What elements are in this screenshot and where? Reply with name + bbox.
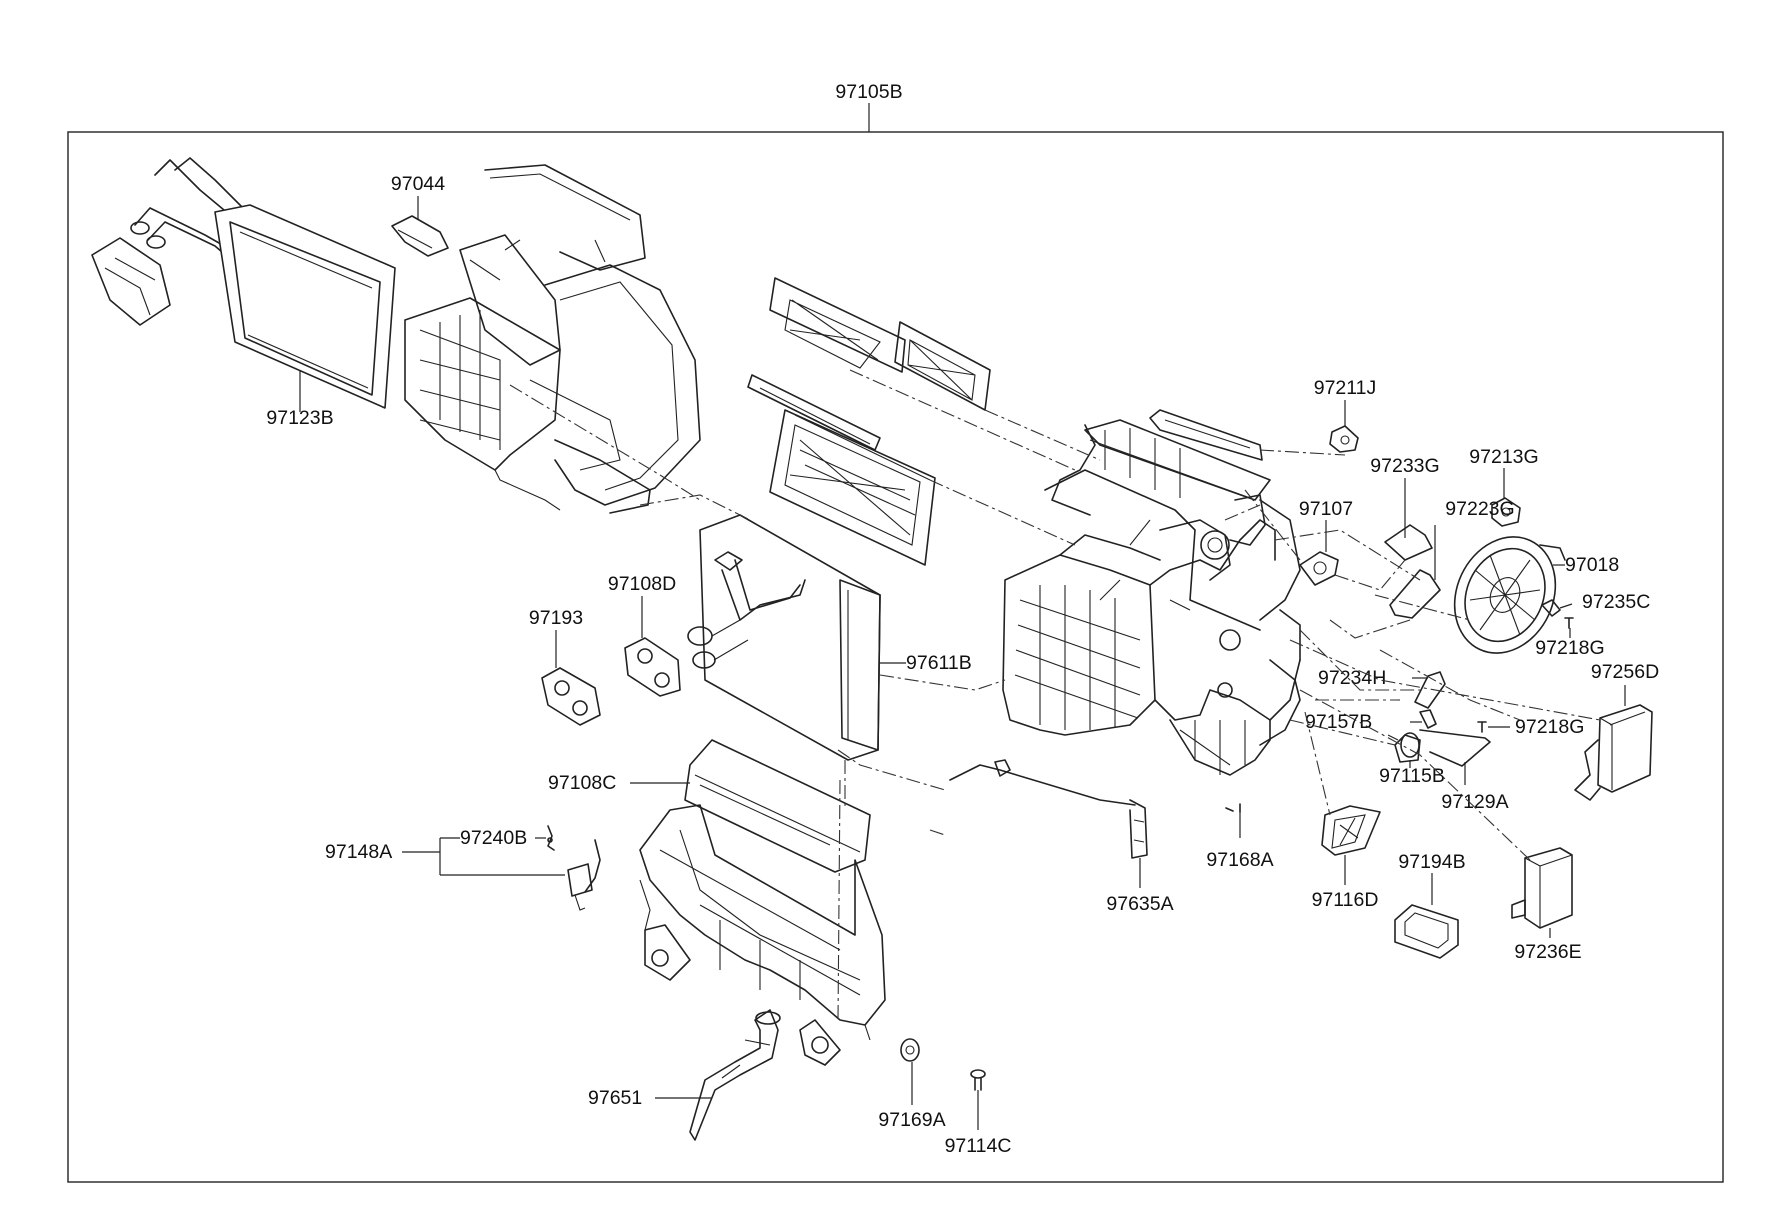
label-97223G[interactable]: 97223G (1445, 498, 1514, 520)
screw-97218G-upper (1564, 617, 1574, 629)
label-97108C[interactable]: 97108C (548, 772, 616, 794)
label-97114C[interactable]: 97114C (945, 1135, 1012, 1157)
screw-97114C (970, 1069, 986, 1091)
link-97234H (1414, 671, 1446, 709)
label-97157B[interactable]: 97157B (1305, 711, 1372, 733)
label-97235C[interactable]: 97235C (1582, 591, 1650, 613)
label-97193[interactable]: 97193 (529, 607, 583, 629)
label-97123B[interactable]: 97123B (266, 407, 333, 429)
label-97213G[interactable]: 97213G (1469, 446, 1538, 468)
motor-97115B (1387, 732, 1421, 763)
gasket-97194B (1394, 904, 1459, 959)
label-97635A[interactable]: 97635A (1106, 893, 1173, 915)
label-97234H[interactable]: 97234H (1318, 667, 1386, 689)
screw-97218G-lower (1477, 721, 1487, 733)
lever-97223G (1389, 569, 1441, 619)
sensor-97240B (547, 825, 601, 911)
label-97211J[interactable]: 97211J (1314, 377, 1377, 399)
grommet-97169A (900, 1038, 920, 1062)
gear-97018 (1453, 536, 1566, 654)
label-97105B[interactable]: 97105B (835, 81, 902, 103)
actuator-97211J (1329, 425, 1359, 453)
plate-97129A (1419, 729, 1491, 767)
left-case (404, 164, 701, 514)
label-97169A[interactable]: 97169A (878, 1109, 945, 1131)
cover-97116D (1321, 805, 1381, 856)
seal-97193 (541, 667, 601, 726)
module-97256D (1574, 704, 1653, 801)
label-97256D[interactable]: 97256D (1591, 661, 1659, 683)
label-97044[interactable]: 97044 (391, 173, 445, 195)
label-97168A[interactable]: 97168A (1206, 849, 1273, 871)
center-doors (747, 277, 991, 566)
label-97611B[interactable]: 97611B (906, 652, 972, 674)
assembly-frame (67, 131, 1724, 1183)
main-case (1002, 409, 1301, 776)
label-97148A[interactable]: 97148A (325, 841, 392, 863)
clip-97235C (1541, 599, 1561, 617)
label-97115B[interactable]: 97115B (1379, 765, 1445, 787)
label-97651[interactable]: 97651 (588, 1087, 642, 1109)
module-97236E (1511, 847, 1573, 929)
actuator-97213G (1491, 497, 1521, 527)
pin-97157B (1419, 709, 1437, 729)
lower-case (639, 739, 886, 1066)
heater-core (91, 157, 396, 409)
seal-97107 (1299, 551, 1339, 586)
assembly-centerlines (509, 369, 1601, 1021)
lever-97233G (1384, 524, 1433, 561)
label-97240B[interactable]: 97240B (460, 827, 527, 849)
label-97218G-upper[interactable]: 97218G (1535, 637, 1604, 659)
evaporator (687, 514, 881, 761)
label-97116D[interactable]: 97116D (1312, 889, 1379, 911)
drain-hose (689, 1009, 781, 1141)
label-97108D[interactable]: 97108D (608, 573, 676, 595)
clip-97044 (391, 215, 449, 257)
label-97194B[interactable]: 97194B (1398, 851, 1465, 873)
label-97129A[interactable]: 97129A (1441, 791, 1508, 813)
label-97107[interactable]: 97107 (1299, 498, 1353, 520)
label-97218G-lower[interactable]: 97218G (1515, 716, 1584, 738)
wire-harness-97635A (949, 759, 1148, 859)
seal-97108D (624, 637, 681, 697)
label-97233G[interactable]: 97233G (1370, 455, 1439, 477)
label-97018[interactable]: 97018 (1565, 554, 1619, 576)
label-97236E[interactable]: 97236E (1514, 941, 1581, 963)
pin-97168A (1225, 803, 1241, 813)
